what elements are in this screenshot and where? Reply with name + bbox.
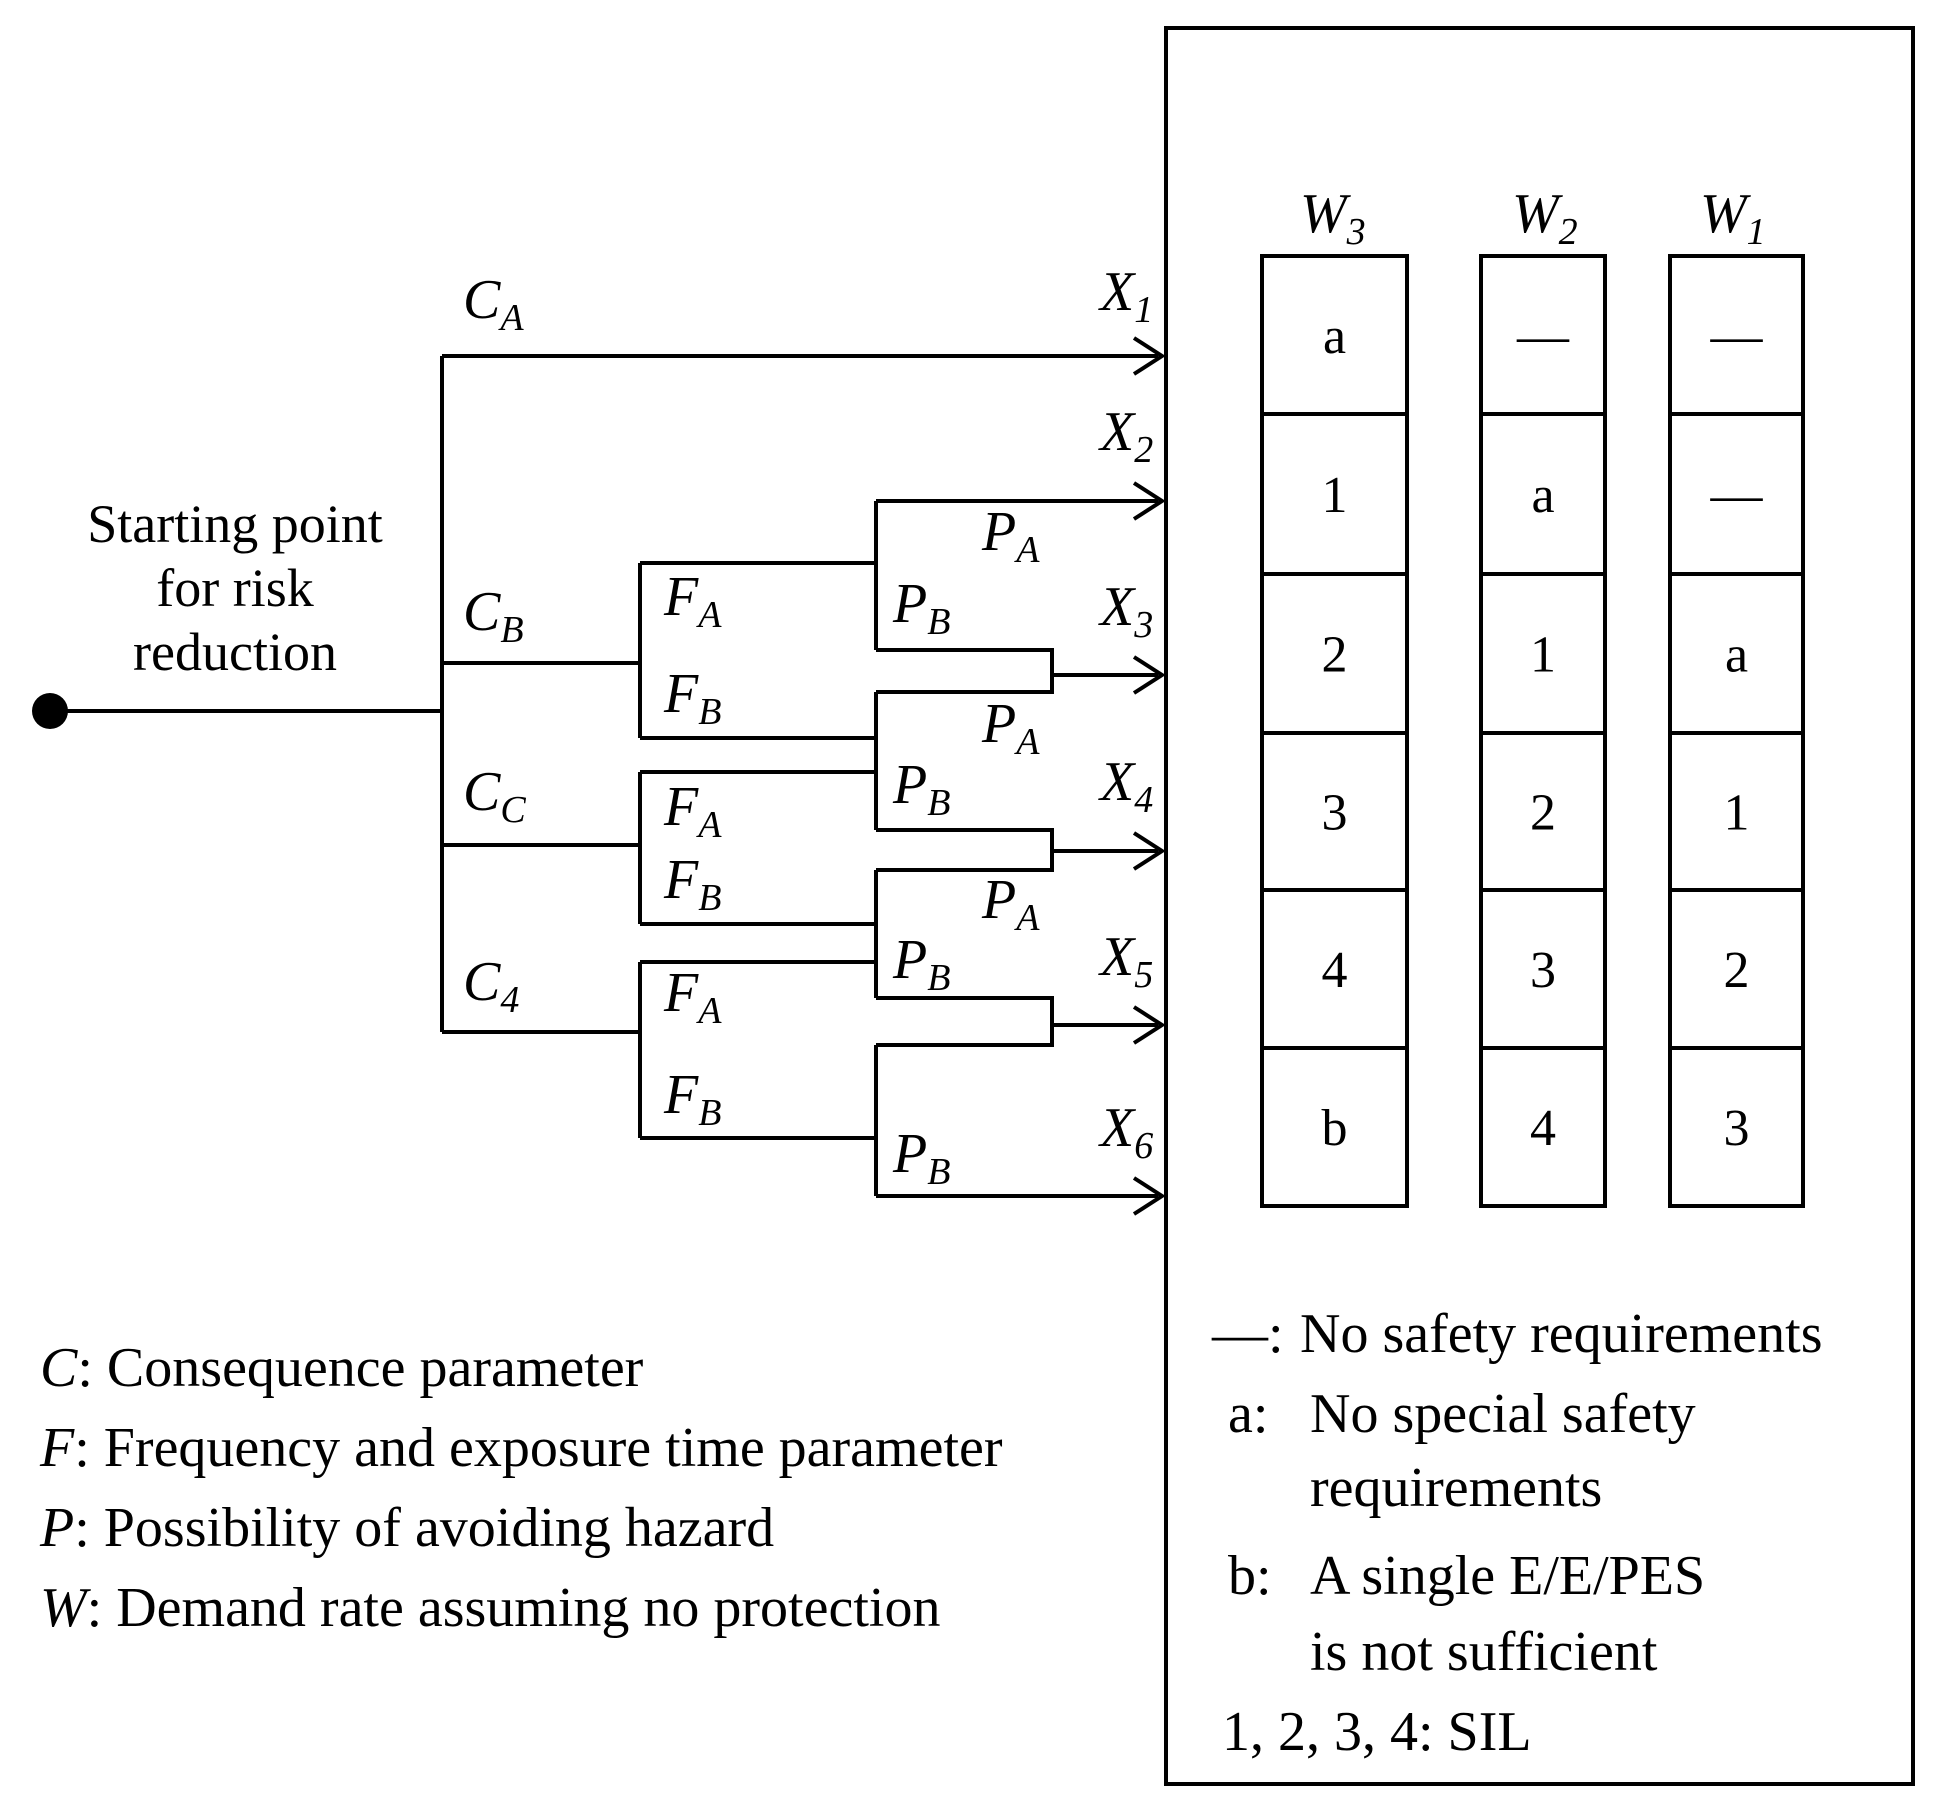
sil-cell-value: b [1322,1100,1348,1157]
start-line-2: for risk [156,558,313,618]
label-fa-2: FA [663,776,722,846]
sil-cell-box [1668,254,1805,416]
label-pa-1: PA [981,501,1040,571]
legend-w: W: Demand rate assuming no protection [40,1577,940,1639]
sil-cell-value: 2 [1322,627,1348,684]
sil-cell-box [1479,412,1607,576]
sil-cell-box [1260,731,1409,892]
sil-cell-box [1479,572,1607,735]
legend-b-text-1: A single E/E/PES [1310,1545,1705,1607]
p-labels: PA PB PA PB PA PB PB [892,501,1040,1193]
sil-cell-box [1668,1046,1805,1208]
tree-lines [32,336,1166,1216]
header-w1: W1 [1700,183,1766,253]
arrow-x2-icon [1132,481,1166,521]
w-column-headers: W3 W2 W1 [1300,183,1766,253]
sil-cell-value: 4 [1322,942,1348,999]
label-fa-1: FA [663,566,722,636]
legend-f: F: Frequency and exposure time parameter [39,1417,1003,1479]
parameter-legend: C: Consequence parameter F: Frequency an… [39,1337,1003,1639]
label-pb-2: PB [892,754,950,824]
x4-join [876,828,1054,872]
legend-dash-key: —: [1211,1303,1284,1365]
sil-cell-value: 1 [1322,467,1348,524]
label-x2: X2 [1098,401,1153,471]
c-labels: CA CB CC C4 [463,269,526,1021]
legend-b-text-2: is not sufficient [1310,1621,1658,1683]
sil-cell-value: — [1516,308,1570,365]
legend-dash-text: No safety requirements [1300,1303,1822,1365]
legend-a-key: a: [1228,1383,1268,1445]
sil-cell-value: 1 [1724,785,1750,842]
sil-table: a 1 2 3 4 b — a 1 2 3 4 — — a 1 2 3 [1260,254,1805,1208]
legend-b-key: b: [1228,1545,1272,1607]
arrow-x4-icon [1132,831,1166,871]
header-w3: W3 [1300,183,1366,253]
legend-a-text-2: requirements [1310,1457,1602,1519]
start-line-1: Starting point [87,494,383,554]
legend-sil: 1, 2, 3, 4: SIL [1222,1701,1532,1763]
f-labels: FA FB FA FB FA FB [663,566,722,1134]
sil-cell-value: 2 [1724,942,1750,999]
label-cb: CB [463,581,524,651]
sil-cell-value: a [1531,467,1554,524]
sil-cell-value: a [1323,308,1346,365]
header-w2: W2 [1512,183,1578,253]
x3-join-upper [876,648,1054,694]
sil-cell-value: — [1710,308,1764,365]
start-line-3: reduction [133,622,337,682]
legend-c: C: Consequence parameter [40,1337,644,1399]
x-labels: X1 X2 X3 X4 X5 X6 [1098,261,1153,1167]
label-pa-3: PA [981,869,1040,939]
arrow-x5-icon [1132,1005,1166,1045]
sil-cell-box [1260,888,1409,1050]
label-x6: X6 [1098,1097,1153,1167]
arrow-x1-icon [1132,336,1166,376]
label-ca: CA [463,269,524,339]
sil-cell-box [1260,412,1409,576]
sil-cell-value: 3 [1530,942,1556,999]
label-fa-3: FA [663,962,722,1032]
sil-cell-value: 2 [1530,785,1556,842]
legend-p: P: Possibility of avoiding hazard [39,1497,774,1559]
label-cc: CC [463,761,526,831]
label-x5: X5 [1098,926,1153,996]
x5-join [876,996,1054,1047]
label-x3: X3 [1098,576,1153,646]
label-pb-1: PB [892,573,950,643]
arrow-x3-icon [1132,655,1166,695]
sil-cell-box [1479,888,1607,1050]
sil-cell-value: — [1710,467,1764,524]
legend-a-text-1: No special safety [1310,1383,1696,1445]
label-pb-3: PB [892,929,950,999]
sil-cell-box [1479,1046,1607,1208]
arrow-x6-icon [1132,1176,1166,1216]
sil-cell-value: 3 [1322,785,1348,842]
sil-cell-value: a [1725,627,1748,684]
label-x4: X4 [1098,751,1153,821]
label-c4: C4 [463,951,519,1021]
start-label: Starting point for risk reduction [87,494,383,682]
sil-cell-value: 3 [1724,1100,1750,1157]
sil-cell-box [1260,254,1409,416]
sil-cell-box [1479,731,1607,892]
label-pa-2: PA [981,693,1040,763]
result-legend: —: No safety requirements a: No special … [1211,1303,1822,1763]
sil-panel [1164,26,1915,1786]
label-fb-2: FB [663,849,721,919]
sil-cell-value: 1 [1530,627,1556,684]
sil-cell-value: 4 [1530,1100,1556,1157]
label-x1: X1 [1098,261,1153,331]
sil-cell-box [1668,888,1805,1050]
label-fb-3: FB [663,1064,721,1134]
label-fb-1: FB [663,663,721,733]
sil-cell-box [1260,1046,1409,1208]
label-pb-4: PB [892,1123,950,1193]
